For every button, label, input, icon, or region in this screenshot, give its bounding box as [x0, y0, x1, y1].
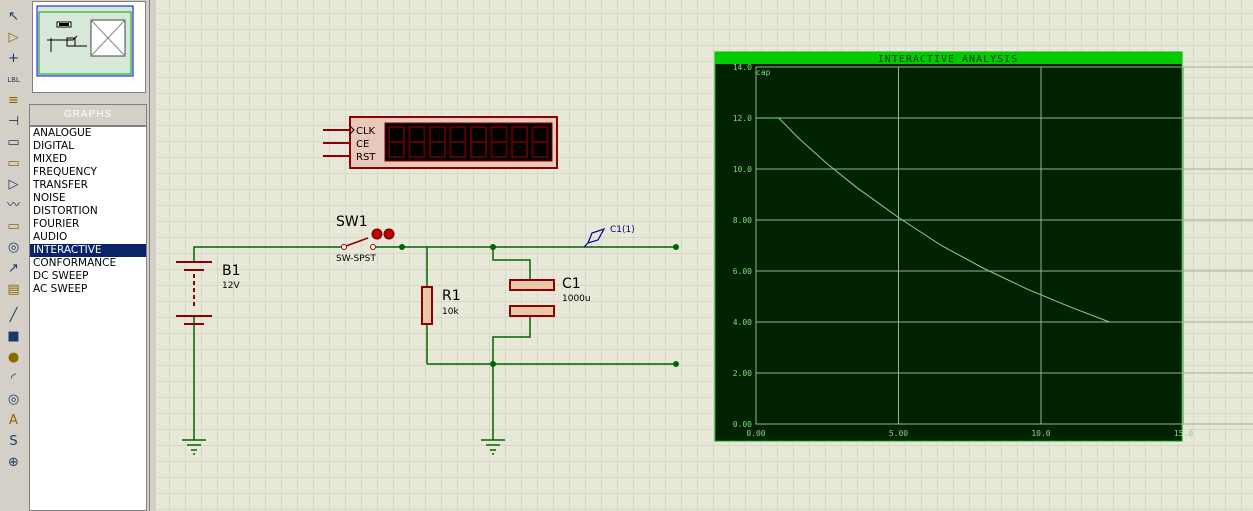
- y-tick-label: 6.00: [733, 267, 752, 276]
- terminal-icon[interactable]: ▭: [7, 156, 20, 171]
- resistor-value: 10k: [442, 307, 459, 317]
- y-tick-label: 4.00: [733, 318, 752, 327]
- trace-label: cap: [756, 68, 771, 77]
- path-icon[interactable]: ◎: [7, 392, 20, 407]
- wires: [193, 246, 676, 440]
- resistor-ref: R1: [442, 288, 461, 304]
- generator-icon[interactable]: ◎: [7, 240, 20, 255]
- graph-type-conformance[interactable]: CONFORMANCE: [33, 257, 117, 269]
- graphs-panel-header: GRAPHS: [29, 104, 147, 126]
- schematic-canvas[interactable]: CLK CE RST: [156, 0, 1253, 511]
- junctions: [399, 244, 679, 367]
- graph-type-analogue[interactable]: ANALOGUE: [33, 127, 92, 139]
- graph-type-distortion[interactable]: DISTORTION: [33, 205, 98, 217]
- text-script-icon[interactable]: ≡: [8, 93, 19, 108]
- y-tick-label: 14.0: [733, 63, 752, 72]
- switch-ref: SW1: [336, 214, 368, 230]
- graph-frame: [714, 51, 1183, 442]
- marker-icon[interactable]: ⊕: [8, 455, 19, 470]
- text-icon[interactable]: A: [9, 413, 18, 428]
- arc-icon[interactable]: ◜: [10, 371, 17, 386]
- panel-splitter[interactable]: [149, 0, 157, 511]
- counter-timer[interactable]: CLK CE RST: [323, 116, 558, 169]
- switch-value: SW-SPST: [336, 254, 376, 264]
- graph-type-interactive[interactable]: INTERACTIVE: [30, 244, 146, 257]
- interactive-analysis-graph[interactable]: INTERACTIVE ANALYSIS 14.0 12.0 10.0 8.00 6.0…: [714, 51, 1253, 442]
- graph-type-fourier[interactable]: FOURIER: [33, 218, 80, 230]
- probe-label: C1(1): [610, 225, 635, 235]
- capacitor-c1[interactable]: [509, 279, 555, 317]
- y-tick-label: 8.00: [733, 216, 752, 225]
- graph-type-noise[interactable]: NOISE: [33, 192, 66, 204]
- y-tick-label: 2.00: [733, 369, 752, 378]
- virtual-instrument-icon[interactable]: ▤: [7, 282, 20, 297]
- trace-line-cap: [756, 117, 1110, 323]
- voltage-probe[interactable]: [583, 227, 606, 248]
- switch-toggle-button-left[interactable]: [371, 228, 383, 240]
- clk-pin-marker: [349, 125, 355, 135]
- ce-pin-label: CE: [356, 139, 369, 150]
- resistor-r1[interactable]: [421, 286, 433, 325]
- junction-dot-icon[interactable]: +: [8, 51, 19, 66]
- box-icon[interactable]: ■: [7, 329, 20, 344]
- graph-gridlines: [755, 66, 1253, 425]
- graph-type-mixed[interactable]: MIXED: [33, 153, 68, 165]
- y-tick-label: 0.00: [733, 420, 752, 429]
- graph-icon[interactable]: 〰: [6, 198, 20, 213]
- pin-icon[interactable]: ▷: [8, 177, 19, 192]
- y-tick-label: 12.0: [733, 114, 752, 123]
- bus-icon[interactable]: ⊣: [7, 114, 20, 129]
- battery-ref: B1: [222, 263, 241, 279]
- x-tick-label: 15.0: [1174, 429, 1193, 438]
- capacitor-ref: C1: [562, 276, 581, 292]
- graph-type-digital[interactable]: DIGITAL: [33, 140, 75, 152]
- x-tick-label: 10.0: [1031, 429, 1050, 438]
- circle-icon[interactable]: ●: [7, 350, 20, 365]
- graph-type-transfer[interactable]: TRANSFER: [33, 179, 88, 191]
- battery-b1[interactable]: [176, 261, 212, 325]
- graph-type-frequency[interactable]: FREQUENCY: [33, 166, 97, 178]
- wire-label-icon[interactable]: LBL: [7, 76, 20, 84]
- clk-pin-label: CLK: [356, 126, 376, 137]
- battery-value: 12V: [222, 281, 240, 291]
- probe-icon[interactable]: ↗: [8, 261, 19, 276]
- graph-type-audio[interactable]: AUDIO: [33, 231, 68, 243]
- select-arrow-icon[interactable]: ↖: [8, 9, 19, 24]
- graph-type-ac-sweep[interactable]: AC SWEEP: [33, 283, 88, 295]
- ground-left: [182, 439, 206, 455]
- switch-sw1[interactable]: [338, 228, 395, 250]
- graph-y-axis: 14.0 12.0 10.0 8.00 6.00 4.00 2.00 0.00: [733, 63, 752, 429]
- x-tick-label: 5.00: [889, 429, 908, 438]
- rst-pin-label: RST: [356, 152, 376, 163]
- ground-right: [481, 439, 505, 455]
- capacitor-value: 1000u: [562, 294, 591, 304]
- graph-title-bar[interactable]: [715, 52, 1182, 64]
- y-tick-label: 10.0: [733, 165, 752, 174]
- overview-thumbnail: [36, 5, 134, 77]
- x-tick-label: 0.00: [746, 429, 765, 438]
- graph-type-dc-sweep[interactable]: DC SWEEP: [33, 270, 89, 282]
- switch-toggle-button-right[interactable]: [383, 228, 395, 240]
- tape-icon[interactable]: ▭: [7, 219, 20, 234]
- component-icon[interactable]: ▷: [8, 30, 19, 45]
- graph-title: INTERACTIVE ANALYSIS: [878, 54, 1018, 65]
- line-icon[interactable]: ╱: [9, 308, 18, 323]
- subcircuit-icon[interactable]: ▭: [7, 135, 20, 150]
- counter-digits: [388, 126, 549, 158]
- overview-window[interactable]: [32, 1, 146, 93]
- symbol-icon[interactable]: S: [9, 434, 18, 449]
